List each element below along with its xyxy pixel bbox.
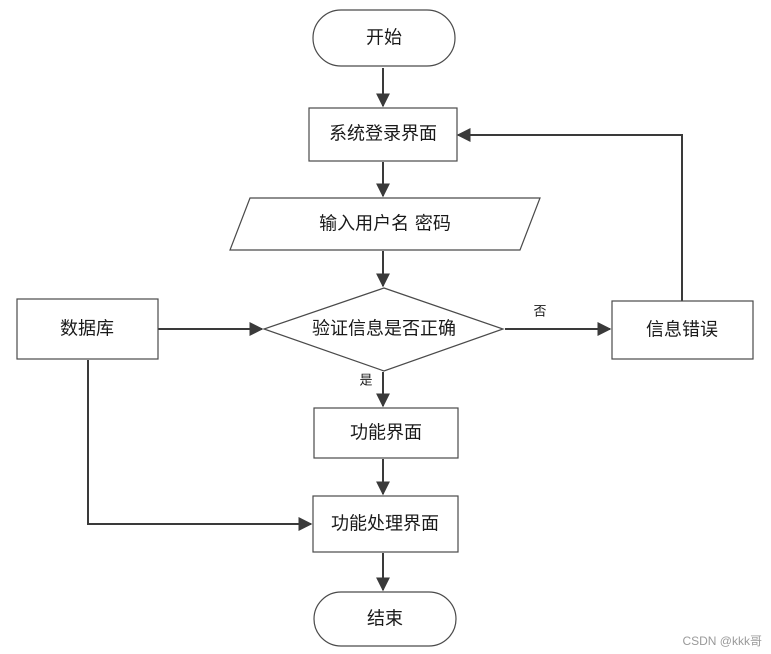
- error-box: [611, 300, 754, 360]
- database-node: 数据库: [16, 298, 159, 360]
- edge-database-to-process: [87, 360, 313, 531]
- input-parallelogram: [229, 197, 541, 251]
- end-terminal: [313, 591, 457, 647]
- end-label: 结束: [367, 609, 403, 630]
- function-label: 功能界面: [350, 423, 422, 444]
- verify-diamond: [262, 287, 505, 372]
- process-node: 功能处理界面: [312, 495, 459, 553]
- verify-node: 验证信息是否正确: [262, 287, 505, 372]
- database-box: [16, 298, 159, 360]
- input-node: 输入用户名 密码: [229, 197, 541, 251]
- login-node: 系统登录界面: [308, 107, 458, 162]
- no-label: 否: [533, 305, 546, 320]
- yes-label: 是: [359, 374, 372, 389]
- edges: [87, 68, 683, 592]
- login-label: 系统登录界面: [329, 124, 437, 145]
- start-node: 开始: [312, 9, 456, 67]
- error-node: 信息错误: [611, 300, 754, 360]
- error-label: 信息错误: [646, 320, 718, 341]
- start-label: 开始: [366, 28, 402, 49]
- function-box: [313, 407, 459, 459]
- process-label: 功能处理界面: [331, 514, 439, 535]
- verify-label: 验证信息是否正确: [312, 319, 456, 340]
- start-terminal: [312, 9, 456, 67]
- input-label: 输入用户名 密码: [319, 214, 451, 235]
- edge-error-to-login: [456, 128, 683, 301]
- function-node: 功能界面: [313, 407, 459, 459]
- watermark: CSDN @kkk哥: [682, 634, 762, 648]
- end-node: 结束: [313, 591, 457, 647]
- login-box: [308, 107, 458, 162]
- process-box: [312, 495, 459, 553]
- database-label: 数据库: [60, 319, 114, 340]
